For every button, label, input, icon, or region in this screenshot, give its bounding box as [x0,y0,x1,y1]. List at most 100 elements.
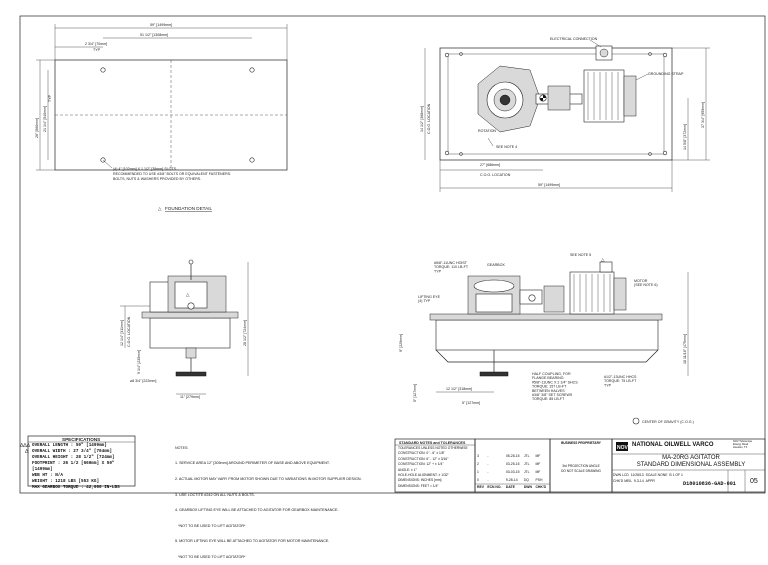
title-line-1: MA-20RG AGITATOR [662,455,720,461]
plan-base-outline [439,47,673,161]
note-line: 4. GEARBOX LIFTING EYE WILL BE ATTACHED … [175,508,339,513]
tolerance-line: DIMENSIONS: FEET = 1/4" [398,483,439,488]
dim-side-left-2: 9" [229mm] [399,334,403,352]
notes-title: NOTES: [175,446,188,450]
bolt-slot [249,67,255,73]
dim-bolt-height: 21 1/4" [540mm] [43,106,47,132]
end-base [149,317,231,349]
foundation-note-3: BOLTS, NUTS & WASHERS PROVIDED BY OTHERS… [113,177,201,181]
dim-side-height: 18 11/16" [475mm] [683,334,687,364]
engineering-drawing: 59" [1499mm] 51 1/2" [1308mm] 2 3/4" [70… [19,15,766,494]
center-of-gravity-icon [632,417,640,425]
tolerance-lines: TOLERANCES UNLESS NOTED OTHERWISE CONSTR… [398,446,474,489]
dim-bolt-span: 51 1/2" [1308mm] [140,33,168,37]
proprietary-block: BUSINESS PROPRIETARY 3rd PROJECTION ANGL… [552,441,610,474]
spec-row: WEIGHT : 1218 LBS [553 KG] [32,479,100,484]
coupling-plan [547,85,571,111]
dim-cog-x: 27" [686mm] [480,163,500,167]
dim-plan-overall: 59" [1499mm] [538,183,560,187]
dim-side-center: 5" [127mm] [462,401,480,405]
label-see-note-4: SEE NOTE 4 [496,145,517,149]
note-line: 1. SERVICE AREA 12" [305mm] AROUND PERIM… [175,461,330,466]
label-motor: MOTOR(SEE NOTE 6) [634,279,658,287]
bolt-slot [249,157,255,163]
dim-end-total-height: 28 1/2" [724mm] [243,320,247,346]
company-address: NOV Tuboscope Energy Road Houston, TX [733,440,753,450]
tolerance-line: HOLE-HOLE ALIGNMENT: ± 1/32" [398,473,449,478]
dim-right-2: 37 3/4" [959mm] [701,102,705,128]
dim-overall-length: 59" [1499mm] [150,23,172,27]
cog-y-label: C.O.G. LOCATION [427,103,431,134]
foundation-note-1: (4) 4" [102mm] X 1 1/2" [38mm] SLOTS. [113,167,177,171]
warning-triangle-icon: △ [186,292,190,297]
end-view: △ 12 1/4" [311mm] C.O.G. LOCATION 28 1/2… [120,259,249,399]
tolerance-line: TOLERANCES UNLESS NOTED OTHERWISE [398,446,468,450]
drawing-sheet: 59" [1499mm] 51 1/2" [1308mm] 2 3/4" [70… [19,15,766,560]
dim-end-shaft-dia: ⌀8 3/4" [222mm] [130,379,156,383]
tolerance-line: ANGLE: ± 1° [398,467,417,472]
proprietary-title: BUSINESS PROPRIETARY [561,441,601,445]
spec-row: △OVERALL WIDTH : 27 3/4" [704mm] [25,449,112,454]
dim-side-left-1: 5" [127mm] [413,384,417,402]
center-of-gravity-icon [528,294,536,302]
dim-end-width: 11" [279mm] [180,395,200,399]
dim-cog-y: 14 1/2" [368mm] [420,106,424,132]
foundation-detail-caption: FOUNDATION DETAIL [165,206,212,211]
plan-view: ELECTRICAL CONNECTION GROUNDING STRAP RO… [420,37,710,192]
note-line: 2. ACTUAL MOTOR MAY VARY FROM MOTOR SHOW… [175,477,362,482]
center-of-gravity-icon [187,302,195,310]
spec-row: FOOTPRINT : 26 1/2 [660mm] X 59" [1499mm… [32,461,115,472]
dim-inset: 2 3/4" [70mm] [85,42,107,46]
specifications-table: SPECIFICATIONS [27,435,136,487]
side-base [435,319,659,351]
tolerance-line: CONSTRUCTION: 0" - 6" ± 1/8" [398,451,445,456]
spec-row: △△△OVERALL LENGTH : 59" [1499mm] [20,443,107,448]
label-grounding-strap: GROUNDING STRAP [648,72,684,76]
tolerances-title: STANDARD NOTES and TOLERANCES [399,441,466,445]
foundation-note-2: RECOMMENDED TO USE #3/8" BOLTS OR EQUIVA… [113,172,231,176]
drawing-title: MA-20RG AGITATOR STANDARD DIMENSIONAL AS… [618,455,764,469]
spec-row: WEB HT : N/A [32,473,63,478]
note-line: *NOT TO BE USED TO LIFT AGITATOR* [175,555,246,560]
title-block: NOV [549,438,766,493]
sheet-border [19,15,766,494]
dim-right-1: 14 5/8" [372mm] [683,124,687,150]
title-line-2: STANDARD DIMENSIONAL ASSEMBLY [636,462,746,468]
tolerance-line: CONSTRUCTION: 6" - 12" ± 3/16" [398,456,449,461]
label-see-note-5: SEE NOTE 5 [570,253,591,257]
nov-logo [616,442,628,451]
specifications-rows: △△△OVERALL LENGTH : 59" [1499mm] △OVERAL… [20,443,135,491]
dim-side-typ: TYP [48,94,52,102]
tolerance-line: DIMENSIONS: INCHES [mm] [398,478,442,483]
side-agitator-hub [479,371,509,377]
revision-number: 05 [750,478,758,485]
warning-triangle-icon: △ [158,206,162,211]
tolerance-line: CONSTRUCTION: 12" + ± 1/4" [398,462,444,467]
svg-text:NOV: NOV [617,445,629,451]
third-angle-label: 3rd PROJECTION ANGLE [562,464,600,468]
end-cog-label: C.O.G. LOCATION [127,316,131,347]
side-motor [569,261,627,315]
foundation-detail: 59" [1499mm] 51 1/2" [1308mm] 2 3/4" [70… [35,23,288,211]
notes-lines: 1. SERVICE AREA 12" [305mm] AROUND PERIM… [175,451,390,565]
end-agitator-hub [175,371,207,377]
bolt-slot [100,67,106,73]
label-rotation: ROTATION [478,129,496,133]
do-not-scale-label: DO NOT SCALE DRAWING [561,469,601,473]
dim-inset-typ: TYP [93,48,101,52]
note-line: 3. USE LOCTITE #242 ON ALL NUTS & BOLTS. [175,492,255,497]
dim-end-cog-height: 12 1/4" [311mm] [120,320,124,346]
cog-legend: CENTER OF GRAVITY (C.O.G.) [642,420,694,424]
dim-end-base: 9 1/4" [235mm] [137,350,141,374]
label-gearbox: GEARBOX [487,263,505,267]
dim-side-shaft: 12 1/2" [318mm] [446,387,472,391]
drawing-number: D18010836-GAD-001 [683,481,736,487]
